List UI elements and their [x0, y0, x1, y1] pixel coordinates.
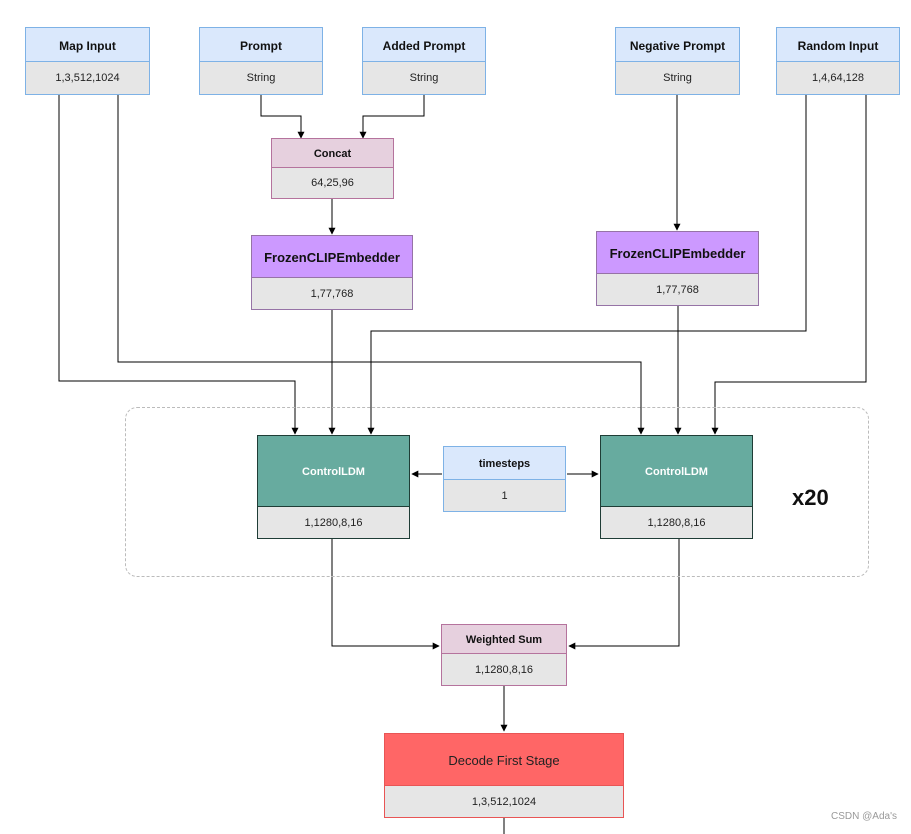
node-value: 1 [444, 479, 565, 511]
weighted-sum-node[interactable]: Weighted Sum 1,1280,8,16 [441, 624, 567, 686]
node-value: 1,4,64,128 [777, 61, 899, 94]
clip-embedder-right-node[interactable]: FrozenCLIPEmbedder 1,77,768 [596, 231, 759, 306]
concat-node[interactable]: Concat 64,25,96 [271, 138, 394, 199]
node-value: 1,3,512,1024 [385, 785, 623, 817]
node-title: Decode First Stage [385, 734, 623, 787]
random-input-node[interactable]: Random Input 1,4,64,128 [776, 27, 900, 95]
node-value: String [616, 61, 739, 94]
loop-group-box [125, 407, 869, 577]
node-value: 1,77,768 [252, 277, 412, 309]
node-title: timesteps [444, 447, 565, 481]
node-title: Map Input [26, 28, 149, 63]
loop-count-label: x20 [792, 485, 829, 510]
prompt-node[interactable]: Prompt String [199, 27, 323, 95]
node-title: Prompt [200, 28, 322, 63]
edge-random-input-to-controlldm-left [367, 95, 807, 435]
timesteps-node[interactable]: timesteps 1 [443, 446, 566, 512]
edge-controlldm-left-to-weighted-sum [331, 539, 440, 650]
map-input-node[interactable]: Map Input 1,3,512,1024 [25, 27, 150, 95]
node-title: FrozenCLIPEmbedder [597, 232, 758, 275]
node-title: Negative Prompt [616, 28, 739, 63]
node-value: 64,25,96 [272, 167, 393, 198]
edge-added-prompt-to-concat [359, 95, 425, 139]
node-value: String [363, 61, 485, 94]
node-value: String [200, 61, 322, 94]
controlldm-right-node[interactable]: ControlLDM 1,1280,8,16 [600, 435, 753, 539]
node-title: ControlLDM [258, 436, 409, 508]
node-value: 1,1280,8,16 [442, 653, 566, 685]
node-value: 1,1280,8,16 [258, 506, 409, 538]
node-title: FrozenCLIPEmbedder [252, 236, 412, 279]
watermark: CSDN @Ada's [831, 811, 897, 822]
edge-controlldm-right-to-weighted-sum [568, 539, 680, 650]
node-title: Random Input [777, 28, 899, 63]
node-value: 1,77,768 [597, 273, 758, 305]
node-value: 1,1280,8,16 [601, 506, 752, 538]
node-value: 1,3,512,1024 [26, 61, 149, 94]
node-title: ControlLDM [601, 436, 752, 508]
negative-prompt-node[interactable]: Negative Prompt String [615, 27, 740, 95]
decode-first-stage-node[interactable]: Decode First Stage 1,3,512,1024 [384, 733, 624, 818]
edge-map-input-to-controlldm-right [117, 95, 645, 435]
node-title: Added Prompt [363, 28, 485, 63]
controlldm-left-node[interactable]: ControlLDM 1,1280,8,16 [257, 435, 410, 539]
edge-prompt-to-concat [260, 95, 305, 139]
clip-embedder-left-node[interactable]: FrozenCLIPEmbedder 1,77,768 [251, 235, 413, 310]
added-prompt-node[interactable]: Added Prompt String [362, 27, 486, 95]
edge-random-input-to-controlldm-right [711, 95, 867, 435]
node-title: Concat [272, 139, 393, 169]
node-title: Weighted Sum [442, 625, 566, 655]
